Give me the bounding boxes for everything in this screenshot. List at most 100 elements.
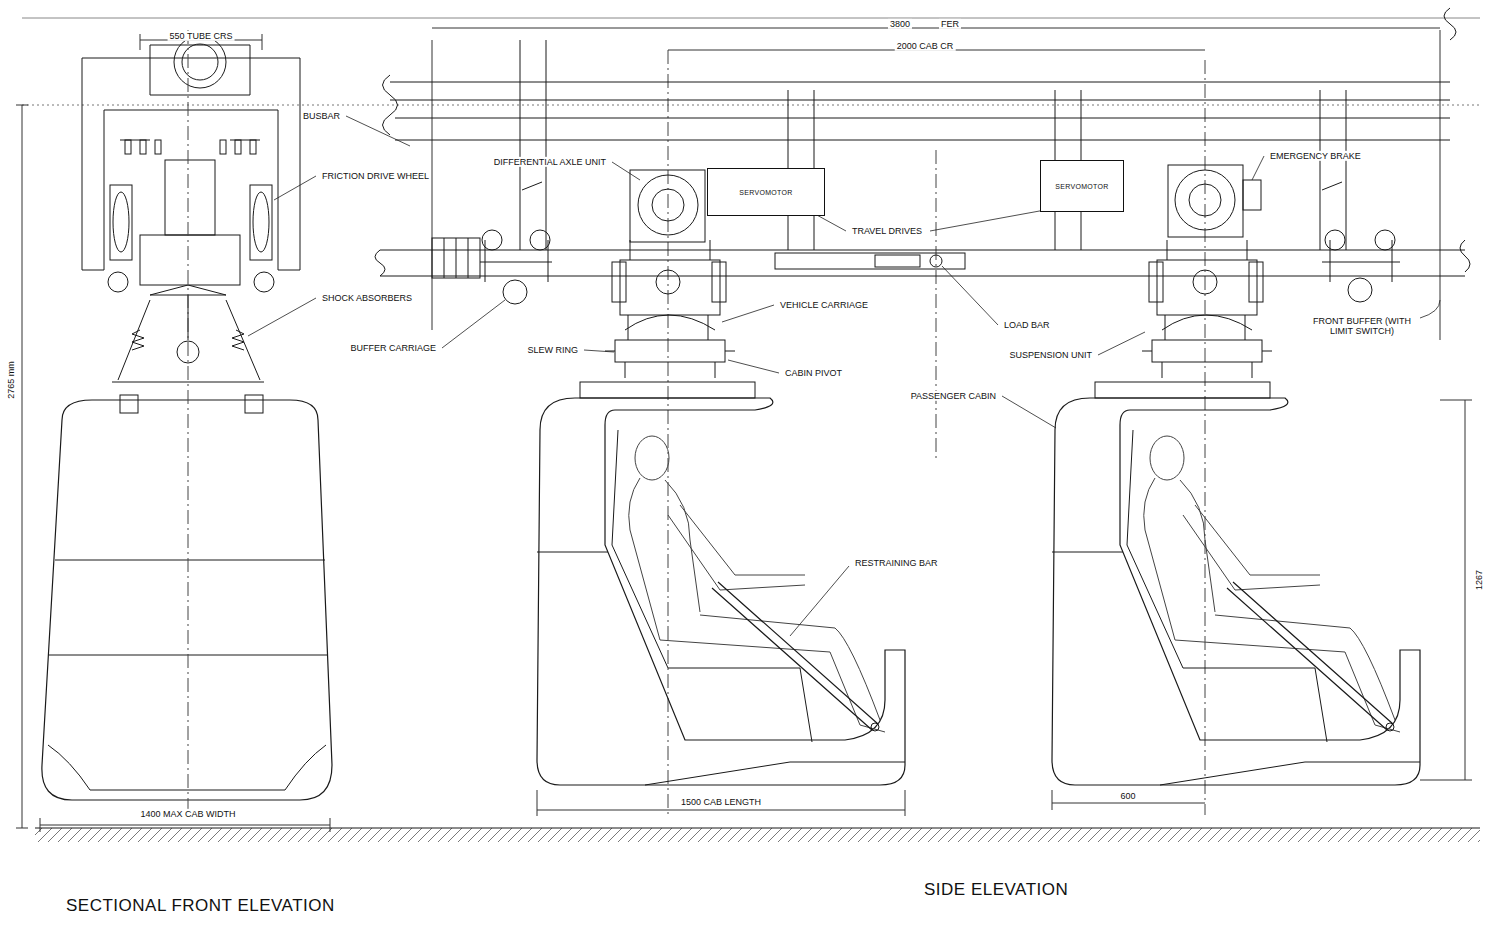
front-elevation-rail-part xyxy=(110,185,132,260)
passenger-cabins-part xyxy=(537,382,905,785)
dimension-lines-part xyxy=(1052,790,1205,810)
part-label: FRONT BUFFER (WITH LIMIT SWITCH) xyxy=(1305,316,1419,337)
part-label: SUSPENSION UNIT xyxy=(1007,350,1094,360)
leader-lines-part xyxy=(1098,332,1145,355)
dimension-lines xyxy=(16,28,1472,832)
front-buffer-part xyxy=(1325,230,1345,250)
front-elevation-cabin-part xyxy=(42,400,332,800)
leader-lines-part xyxy=(722,305,774,322)
front-elevation-rail-part xyxy=(125,140,131,154)
view-title: SIDE ELEVATION xyxy=(922,880,1070,900)
part-label: EMERGENCY BRAKE xyxy=(1268,151,1363,161)
leader-lines-part xyxy=(942,266,998,325)
part-label: PASSENGER CABIN xyxy=(909,391,998,401)
sheet-border-part xyxy=(22,18,1480,19)
part-label: FRICTION DRIVE WHEEL xyxy=(320,171,431,181)
leader-lines-part xyxy=(728,360,779,373)
leader-lines-part xyxy=(790,566,849,636)
front-elevation-rail xyxy=(82,36,300,295)
front-elevation-rail-part xyxy=(108,272,128,292)
part-label: RESTRAINING BAR xyxy=(853,558,940,568)
vehicle-carriage-2-part xyxy=(1243,180,1261,210)
leader-lines-part xyxy=(442,300,505,348)
part-label: TRAVEL DRIVES xyxy=(850,226,924,236)
front-elevation-rail-part xyxy=(174,36,226,88)
front-elevation-rail-part xyxy=(140,140,146,154)
side-elevation-rails-part xyxy=(383,75,398,135)
sheet-border-part xyxy=(22,105,1480,106)
part-label: DIFFERENTIAL AXLE UNIT xyxy=(492,157,608,167)
side-elevation-rails-part xyxy=(375,250,385,276)
part-label: BUSBAR xyxy=(301,111,342,121)
vehicle-carriage-1-part xyxy=(652,189,684,221)
passenger-cabins-part xyxy=(1052,382,1420,785)
front-elevation-cabin-part xyxy=(48,745,326,790)
leader-lines-part xyxy=(1002,396,1056,428)
buffer-carriage-part xyxy=(503,280,527,304)
vehicle-carriage-1-part xyxy=(605,240,735,378)
front-elevation-rail-part xyxy=(250,185,272,260)
front-elevation-suspension-part xyxy=(245,395,263,413)
part-label: SHOCK ABSORBERS xyxy=(320,293,414,303)
side-elevation-rails xyxy=(375,8,1470,276)
dimension-label: 1400 MAX CAB WIDTH xyxy=(138,809,237,819)
front-elevation-rail-part xyxy=(113,192,129,252)
front-elevation-rail-part xyxy=(150,45,250,95)
side-elevation-rails-part xyxy=(380,250,1465,276)
vehicle-carriage-2 xyxy=(1142,165,1272,378)
vehicle-carriage-2-part xyxy=(1168,165,1243,237)
front-elevation-rail-part xyxy=(155,140,161,154)
front-buffer xyxy=(1322,230,1400,302)
dimension-label: 2765 mm xyxy=(6,359,16,401)
front-elevation-rail-part xyxy=(235,140,241,154)
part-label: SLEW RING xyxy=(525,345,580,355)
dimension-label: 1500 CAB LENGTH xyxy=(679,797,763,807)
leader-lines-part xyxy=(584,350,614,352)
front-elevation-rail-part xyxy=(182,44,218,80)
ground-hatching-part xyxy=(35,828,1480,842)
front-elevation-rail-part xyxy=(250,140,256,154)
passenger-cabins xyxy=(537,382,1420,785)
part-label: FER xyxy=(939,19,961,29)
centre-lines-part xyxy=(1205,60,1206,815)
front-elevation-rail-part xyxy=(140,235,240,285)
leader-lines-part xyxy=(346,116,410,146)
front-elevation-suspension-part xyxy=(120,395,138,413)
buffer-carriage-part xyxy=(530,230,550,250)
front-elevation-rail-part xyxy=(82,58,300,270)
leader-lines-part xyxy=(1420,300,1440,318)
ground-hatching-part xyxy=(35,827,1480,828)
front-elevation-rail-part xyxy=(254,272,274,292)
buffer-carriage-part xyxy=(480,240,552,282)
leader-lines-part xyxy=(274,176,316,200)
dimension-lines-part xyxy=(1420,400,1472,780)
dimension-label: 3800 xyxy=(888,19,912,29)
motor-label: SERVOMOTOR xyxy=(736,189,795,196)
side-elevation-rails-part xyxy=(520,40,1346,250)
dimension-label: 550 TUBE CRS xyxy=(168,31,235,41)
front-elevation-rail-part xyxy=(165,160,215,235)
dimension-label: 1267 xyxy=(1474,568,1484,592)
front-buffer-part xyxy=(1348,278,1372,302)
vehicle-carriage-2-part xyxy=(1142,240,1272,378)
leader-lines xyxy=(248,116,1440,636)
centre-lines-part xyxy=(188,30,189,815)
dimension-lines-part xyxy=(432,28,1440,340)
front-elevation-cabin xyxy=(42,400,332,800)
view-title: SECTIONAL FRONT ELEVATION xyxy=(64,896,337,916)
front-elevation-suspension-part xyxy=(118,300,260,380)
part-label: VEHICLE CARRIAGE xyxy=(778,300,870,310)
centre-lines-part xyxy=(936,150,937,460)
servomotor-box: SERVOMOTOR xyxy=(707,168,825,216)
load-bar-part xyxy=(775,253,965,269)
part-label: BUFFER CARRIAGE xyxy=(348,343,438,353)
vehicle-carriage-1-part xyxy=(630,170,705,242)
vehicle-carriage-1-part xyxy=(638,175,698,235)
buffer-carriage-part xyxy=(444,238,468,278)
side-elevation-rails-part xyxy=(522,182,1342,200)
leader-lines-part xyxy=(248,298,316,336)
motor-label: SERVOMOTOR xyxy=(1052,183,1111,190)
load-bar-part xyxy=(930,255,942,267)
